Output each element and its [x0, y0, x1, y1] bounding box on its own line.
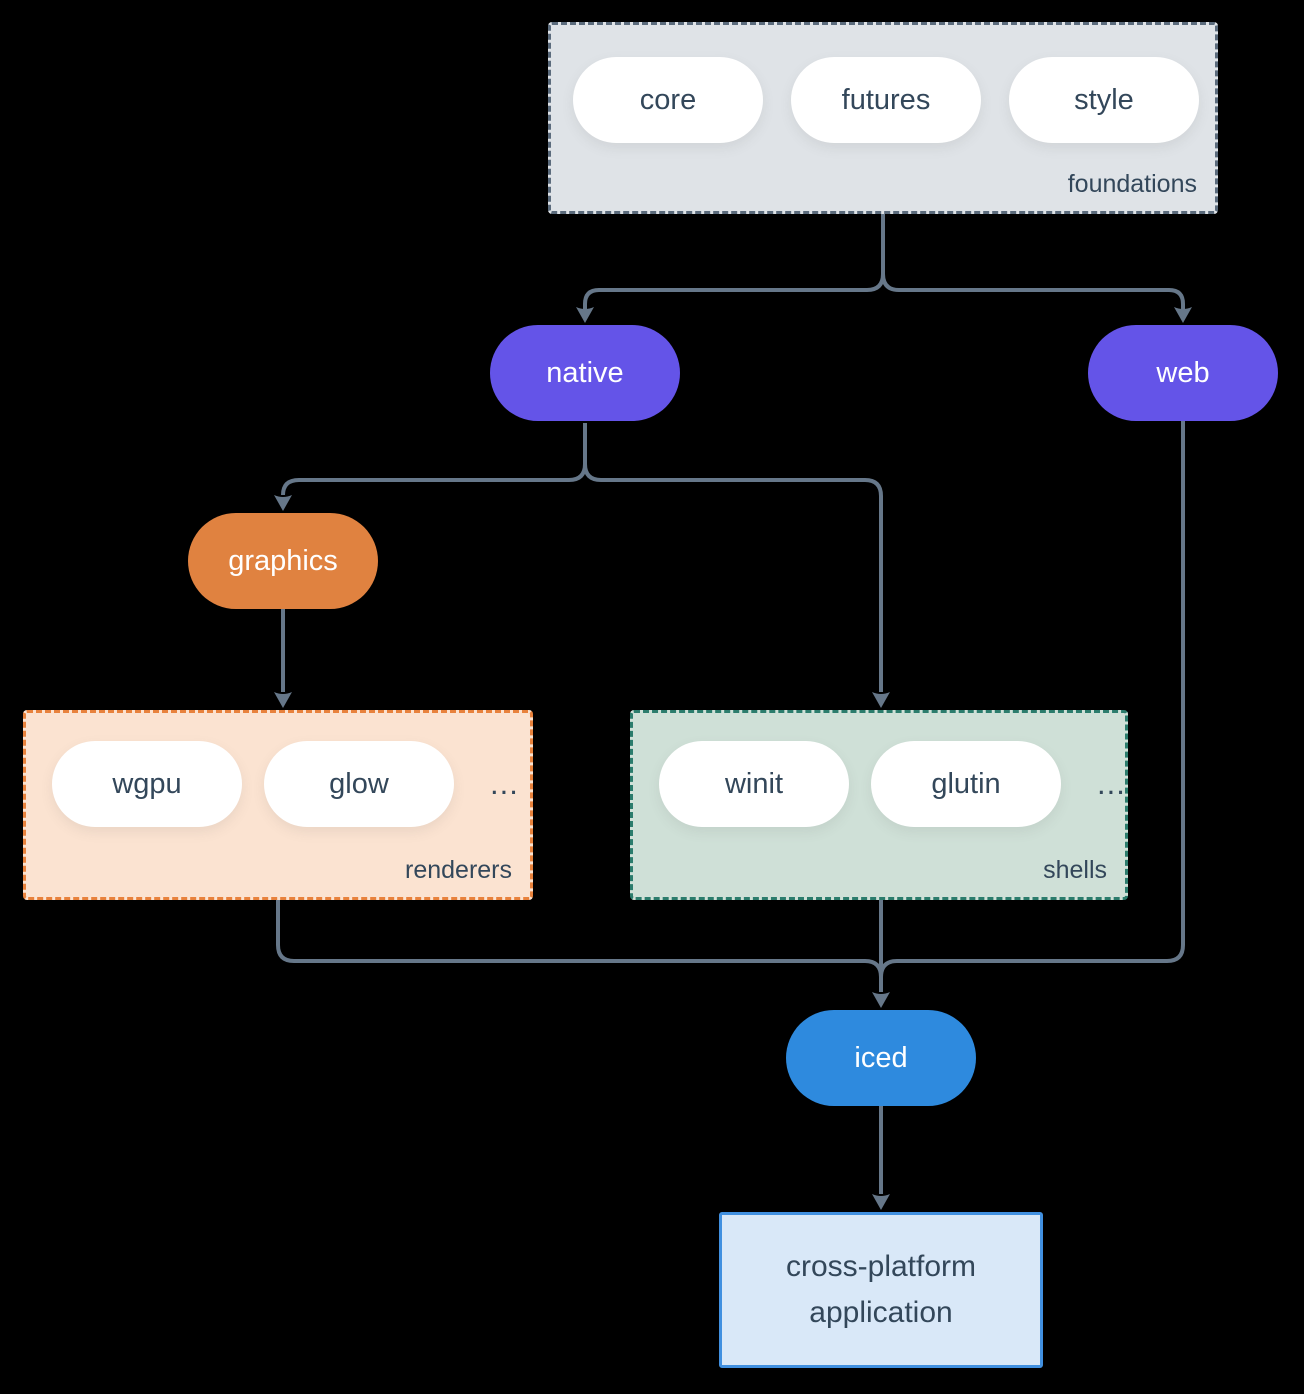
node-iced: iced	[786, 1010, 976, 1106]
renderers-ellipsis: ...	[490, 766, 519, 801]
foundations-pill-row: core futures style	[551, 25, 1215, 143]
shells-pill-row: winit glutin ...	[633, 713, 1125, 827]
shells-group: winit glutin ... shells	[630, 710, 1128, 900]
shells-group-label: shells	[1043, 856, 1107, 884]
edge-renderers-iced	[276, 900, 883, 978]
node-native: native	[490, 325, 680, 421]
node-graphics: graphics	[188, 513, 378, 609]
node-futures: futures	[791, 57, 981, 143]
node-winit: winit	[659, 741, 849, 827]
edge-foundations-web	[881, 273, 1185, 309]
arrowhead-iced	[872, 992, 890, 1008]
arrowhead-graphics	[274, 495, 292, 511]
arrowhead-native	[576, 307, 594, 323]
renderers-group: wgpu glow ... renderers	[23, 710, 533, 900]
renderers-pill-row: wgpu glow ...	[26, 713, 530, 827]
node-style: style	[1009, 57, 1199, 143]
edge-native-graphics	[281, 423, 587, 496]
arrowhead-shells	[872, 692, 890, 708]
renderers-group-label: renderers	[405, 856, 512, 884]
node-glutin: glutin	[871, 741, 1061, 827]
cross-platform-application-box: cross-platform application	[719, 1212, 1043, 1368]
edge-native-shells	[583, 463, 883, 692]
edge-foundations-native	[583, 214, 885, 309]
arrowhead-web	[1174, 307, 1192, 323]
shells-ellipsis: ...	[1097, 766, 1126, 801]
foundations-group: core futures style foundations	[548, 22, 1218, 214]
node-wgpu: wgpu	[52, 741, 242, 827]
node-glow: glow	[264, 741, 454, 827]
arrowhead-renderers	[274, 692, 292, 708]
node-core: core	[573, 57, 763, 143]
arrowhead-application	[872, 1194, 890, 1210]
node-web: web	[1088, 325, 1278, 421]
foundations-group-label: foundations	[1067, 170, 1197, 198]
